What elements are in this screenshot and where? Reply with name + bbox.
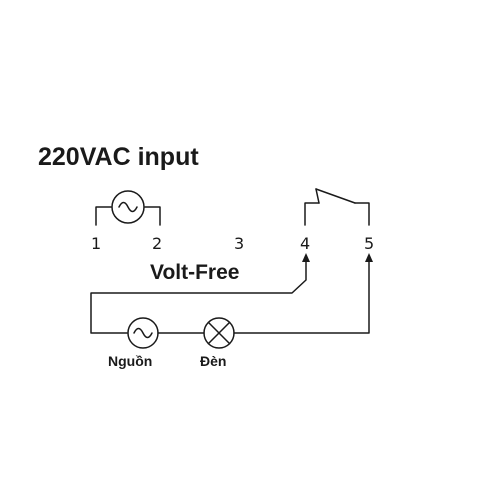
terminal-2-label: 2 <box>152 234 163 253</box>
source-symbol-icon <box>127 317 159 349</box>
input-sine-icon <box>118 201 138 213</box>
lamp-cross-icon <box>207 321 231 345</box>
terminal-5-label: 5 <box>364 234 375 253</box>
input-ac-symbol-icon <box>111 190 145 224</box>
lamp-label: Đèn <box>200 353 227 369</box>
switch-blade <box>315 188 320 204</box>
terminal-5-arrow-icon <box>365 253 373 262</box>
terminal-1-label: 1 <box>91 234 102 253</box>
input-coil-wire <box>95 206 161 226</box>
wire-terminal-4 <box>90 261 307 334</box>
source-sine-icon <box>133 327 153 339</box>
contact-wire-5 <box>354 202 370 226</box>
terminal-3-label: 3 <box>234 234 245 253</box>
source-label: Nguồn <box>108 353 153 369</box>
terminal-4-label: 4 <box>300 234 311 253</box>
wire-terminal-5 <box>233 261 370 334</box>
switch-arm <box>315 188 356 204</box>
lamp-symbol-icon <box>203 317 235 349</box>
contact-wire-4 <box>304 202 320 226</box>
terminal-4-arrow-icon <box>302 253 310 262</box>
diagram-title: 220VAC input <box>38 143 199 171</box>
volt-free-label: Volt-Free <box>150 261 240 284</box>
